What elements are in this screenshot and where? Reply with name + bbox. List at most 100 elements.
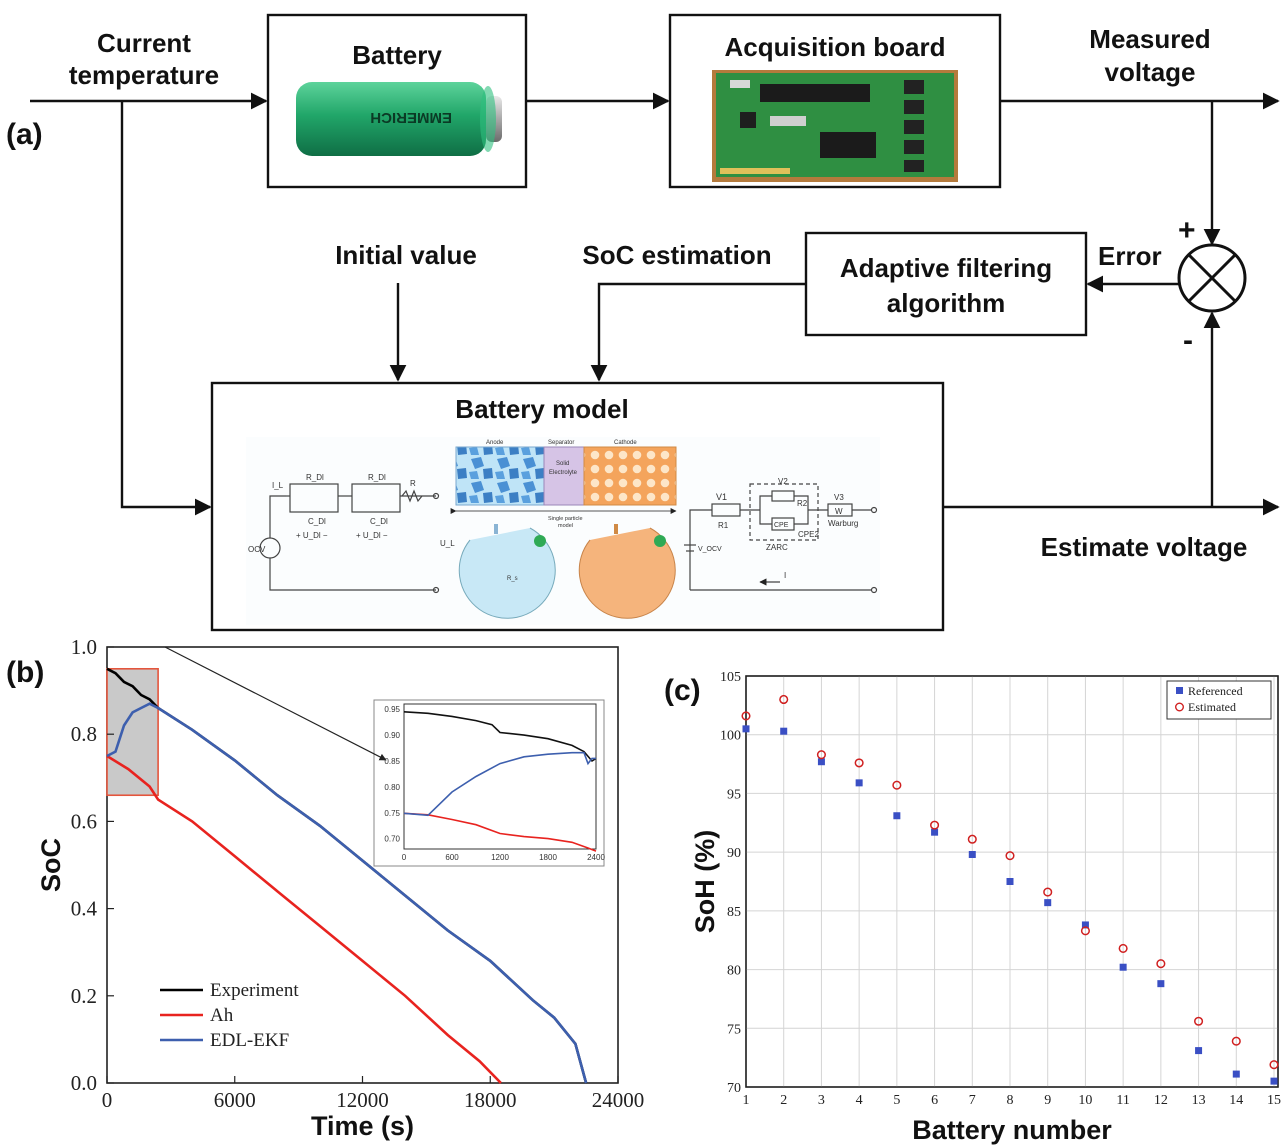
point-referenced — [1081, 921, 1089, 929]
x-tick-label: 10 — [1078, 1093, 1092, 1108]
point-referenced — [780, 727, 788, 735]
udl-label-2: + U_Dl − — [356, 531, 388, 540]
cdl-label-1: C_Dl — [308, 517, 326, 526]
x-tick-label: 0 — [102, 1088, 113, 1112]
point-referenced — [1006, 878, 1014, 885]
point-estimated — [1005, 851, 1015, 861]
x-tick-label: 6000 — [214, 1088, 256, 1112]
y-tick-label: 1.0 — [71, 635, 97, 659]
inset-x-tick-label: 2400 — [587, 853, 605, 862]
solid-label: Solid — [556, 461, 569, 467]
single-particle-line2: model — [558, 523, 573, 529]
measured-label-line2: voltage — [1104, 57, 1195, 87]
point-referenced — [1119, 963, 1127, 971]
x-tick-label: 7 — [969, 1093, 976, 1108]
cathode-label: Cathode — [614, 440, 637, 446]
v2-label: V2 — [778, 477, 788, 486]
point-estimated — [1194, 1016, 1204, 1026]
x-tick-label: 24000 — [592, 1088, 645, 1112]
inset-y-tick-label: 0.75 — [384, 809, 400, 818]
acquisition-board-photo — [712, 70, 958, 182]
legend-label-estimated: Estimated — [1188, 700, 1236, 714]
equivalent-circuit-left — [259, 483, 440, 594]
adaptive-label-line2: algorithm — [887, 288, 1005, 318]
point-referenced — [855, 779, 863, 787]
cpe2-label: CPE2 — [798, 530, 819, 539]
r1-label: R1 — [718, 521, 729, 530]
point-estimated — [779, 694, 789, 705]
point-estimated — [1080, 926, 1090, 936]
x-tick-label: 6 — [931, 1093, 938, 1108]
input-branch-line — [120, 101, 212, 516]
y-tick-label: 90 — [727, 846, 741, 861]
point-estimated — [967, 834, 977, 844]
inset-x-tick-label: 600 — [445, 853, 459, 862]
soh-legend-box — [1166, 680, 1272, 720]
inset-x-tick-label: 1200 — [491, 853, 509, 862]
legend-label-referenced: Referenced — [1188, 684, 1243, 698]
legend-marker-referenced — [1176, 687, 1183, 694]
y-tick-label: 95 — [727, 787, 741, 802]
point-referenced — [817, 758, 825, 766]
point-referenced — [893, 812, 901, 820]
x-axis-label: Time (s) — [311, 1111, 414, 1141]
x-tick-label: 15 — [1267, 1093, 1281, 1108]
x-tick-label: 5 — [893, 1093, 900, 1108]
inset-line-ah — [403, 812, 597, 852]
battery-brand-text: EMMERICH — [370, 109, 452, 126]
inset-line-experiment — [403, 711, 597, 763]
series-line-edl-ekf — [106, 702, 588, 1084]
point-referenced — [931, 828, 939, 836]
point-estimated — [816, 750, 826, 760]
ocv-label: OCV — [248, 545, 266, 554]
current-i-label: I — [784, 571, 786, 580]
point-estimated — [1156, 959, 1166, 969]
battery-model-figure: OCV R_Dl R_Dl C_Dl C_Dl + U_Dl − + U_Dl … — [246, 437, 880, 625]
inset-y-tick-label: 0.90 — [384, 731, 400, 740]
y-tick-label: 0.8 — [71, 722, 97, 746]
il-label: I_L — [272, 481, 284, 490]
minus-sign: - — [1183, 324, 1193, 357]
y-tick-label: 0.4 — [71, 897, 98, 921]
electrode-schematic — [450, 446, 677, 619]
adaptive-filter-box — [804, 231, 1088, 337]
point-estimated — [930, 820, 940, 830]
x-tick-label: 4 — [856, 1093, 863, 1108]
point-estimated — [741, 711, 751, 721]
v1-label: V1 — [716, 492, 727, 502]
udl-label-1: + U_Dl − — [296, 531, 328, 540]
x-tick-label: 9 — [1044, 1093, 1051, 1108]
battery-cell-photo: EMMERICH — [296, 82, 502, 156]
warburg-label: Warburg — [828, 519, 858, 528]
point-referenced — [1157, 980, 1165, 988]
initial-value-label: Initial value — [335, 240, 477, 270]
inset-line-edl-ekf — [403, 751, 596, 817]
summing-junction — [1177, 243, 1247, 313]
series-line-ah — [106, 754, 502, 1084]
adaptive-label-line1: Adaptive filtering — [840, 253, 1052, 283]
zarc-label: ZARC — [766, 543, 788, 552]
y-axis-label: SoC — [36, 838, 66, 892]
vocv-label: V_OCV — [698, 546, 722, 553]
inset-y-tick-label: 0.85 — [384, 757, 400, 766]
y-tick-label: 100 — [720, 729, 741, 744]
y-tick-label: 0.0 — [71, 1071, 97, 1095]
plus-sign: + — [1178, 214, 1196, 247]
y-tick-label: 85 — [727, 905, 741, 920]
x-axis-label: Battery number — [912, 1115, 1112, 1145]
point-estimated — [1231, 1036, 1241, 1046]
measured-label-line1: Measured — [1089, 24, 1210, 54]
estimate-voltage-label: Estimate voltage — [1041, 532, 1248, 562]
battery-title: Battery — [352, 40, 442, 70]
inset-x-tick-label: 1800 — [539, 853, 557, 862]
rdl-label-1: R_Dl — [306, 473, 324, 482]
legend-label-edl-ekf: EDL-EKF — [210, 1030, 289, 1051]
r2-label: R2 — [797, 499, 808, 508]
soh-plot-border — [745, 675, 1279, 1088]
input-label-line1: Current — [97, 28, 191, 58]
legend-label-experiment: Experiment — [210, 980, 299, 1001]
rs-label: R_s — [507, 576, 518, 582]
separator-label: Separator — [548, 440, 574, 446]
